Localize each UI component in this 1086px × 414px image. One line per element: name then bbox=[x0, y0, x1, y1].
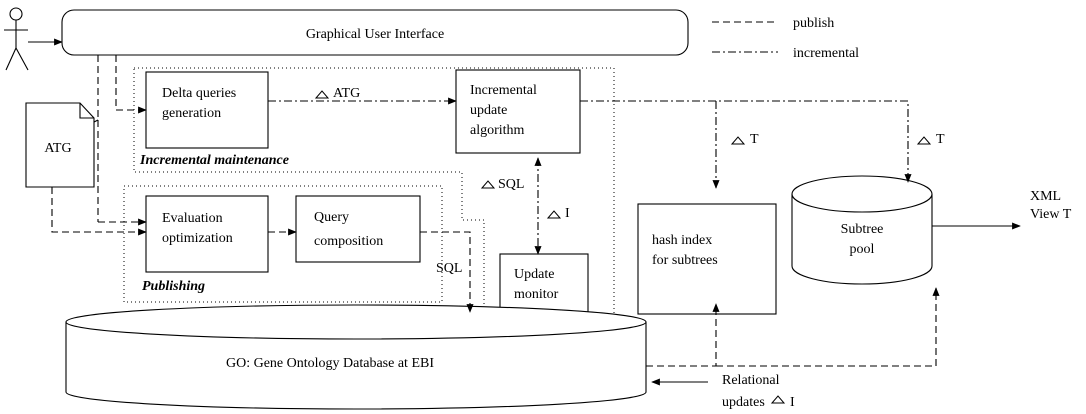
legend-publish-label: publish bbox=[793, 16, 834, 31]
legend-incremental-label: incremental bbox=[793, 46, 859, 61]
evaluation-box bbox=[145, 195, 269, 273]
delta-i-icon bbox=[547, 210, 561, 219]
relational-label-line1: Relational bbox=[722, 373, 780, 388]
subtree-pool-line2: pool bbox=[850, 242, 875, 257]
delta-sql-icon bbox=[481, 180, 495, 189]
atg-doc-label: ATG bbox=[44, 141, 71, 156]
incremental-update-box bbox=[455, 69, 581, 154]
legend: publish incremental bbox=[712, 16, 859, 61]
incremental-maintenance-label: Incremental maintenance bbox=[139, 153, 289, 168]
gui-box bbox=[61, 9, 689, 56]
update-monitor-line1: Update bbox=[514, 267, 554, 282]
incremental-update-line2: update bbox=[470, 103, 507, 118]
delta-atg-label: ATG bbox=[333, 86, 360, 101]
relational-i-label: I bbox=[790, 395, 795, 410]
evaluation-line1: Evaluation bbox=[162, 211, 223, 226]
publishing-group bbox=[123, 185, 443, 303]
delta-t2-label: T bbox=[936, 132, 945, 147]
relational-label-line2: updates bbox=[722, 395, 765, 410]
query-composition-box bbox=[295, 195, 421, 263]
subtree-pool-line1: Subtree bbox=[841, 222, 884, 237]
subtree-pool-cylinder bbox=[791, 175, 933, 285]
delta-queries-line1: Delta queries bbox=[162, 86, 236, 101]
incremental-update-line3: algorithm bbox=[470, 123, 525, 138]
xml-label-line1: XML bbox=[1030, 189, 1061, 204]
gui-label: Graphical User Interface bbox=[306, 27, 444, 42]
incremental-flows bbox=[268, 97, 912, 255]
delta-relational-icon bbox=[771, 395, 785, 404]
delta-i-label: I bbox=[565, 206, 570, 221]
query-composition-line1: Query bbox=[314, 210, 349, 225]
delta-queries-box bbox=[145, 71, 269, 149]
atg-document-icon bbox=[25, 102, 95, 188]
incremental-maintenance-group bbox=[133, 67, 615, 326]
database-cylinder bbox=[65, 304, 647, 410]
delta-atg-icon bbox=[315, 90, 329, 99]
evaluation-line2: optimization bbox=[162, 231, 233, 246]
update-monitor-box bbox=[499, 253, 589, 313]
delta-queries-line2: generation bbox=[162, 106, 221, 121]
sql-label: SQL bbox=[436, 261, 462, 276]
hash-index-line1: hash index bbox=[652, 233, 712, 248]
delta-t1-label: T bbox=[750, 132, 759, 147]
hash-index-box bbox=[637, 203, 777, 315]
delta-t2-icon bbox=[917, 136, 931, 145]
incremental-update-line1: Incremental bbox=[470, 83, 537, 98]
delta-sql-label: SQL bbox=[498, 177, 524, 192]
delta-t1-icon bbox=[731, 136, 745, 145]
user-icon bbox=[4, 7, 29, 71]
publish-flows bbox=[51, 55, 940, 367]
hash-index-line2: for subtrees bbox=[652, 253, 718, 268]
database-label: GO: Gene Ontology Database at EBI bbox=[226, 356, 434, 371]
publishing-label: Publishing bbox=[142, 279, 205, 294]
update-monitor-line2: monitor bbox=[514, 287, 559, 302]
xml-label-line2: View T bbox=[1030, 207, 1072, 222]
query-composition-line2: composition bbox=[314, 234, 383, 249]
